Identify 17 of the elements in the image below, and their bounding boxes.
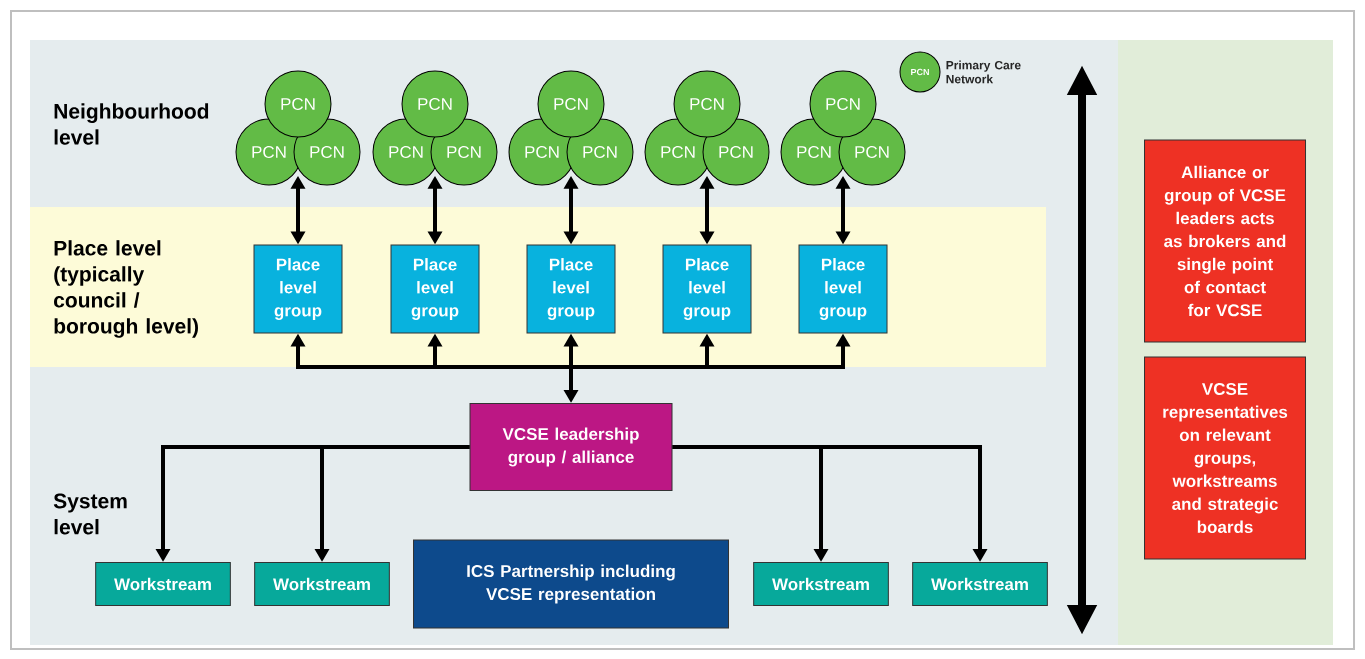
group-box: Place level group (390, 244, 480, 334)
workstream-box: Workstream (912, 562, 1048, 606)
group-box: Place level group (798, 244, 888, 334)
group-box: Place level group (662, 244, 752, 334)
workstream-box: Workstream (95, 562, 231, 606)
level-label: Place level (typically council / borough level) (54, 240, 198, 338)
workstream-box: Workstream (753, 562, 889, 606)
group-box: Place level group (526, 244, 616, 334)
partnership-box: ICS Partnership including VCSE representation (413, 539, 729, 629)
legend-text: Primary Care Network (946, 60, 1021, 84)
workstream-box: Workstream (254, 562, 390, 606)
note-box: VCSE representatives on relevant groups, workstreams and strategic boards (1144, 356, 1306, 560)
group-box: Place level group (253, 244, 343, 334)
level-label: Neighbourhood level (54, 103, 209, 145)
leadership-box: VCSE leadership group / alliance (469, 403, 673, 491)
level-label: System level (53, 493, 127, 535)
note-box: Alliance or group of VCSE leaders acts as brokers and single point of contact for VCSE (1144, 139, 1306, 343)
